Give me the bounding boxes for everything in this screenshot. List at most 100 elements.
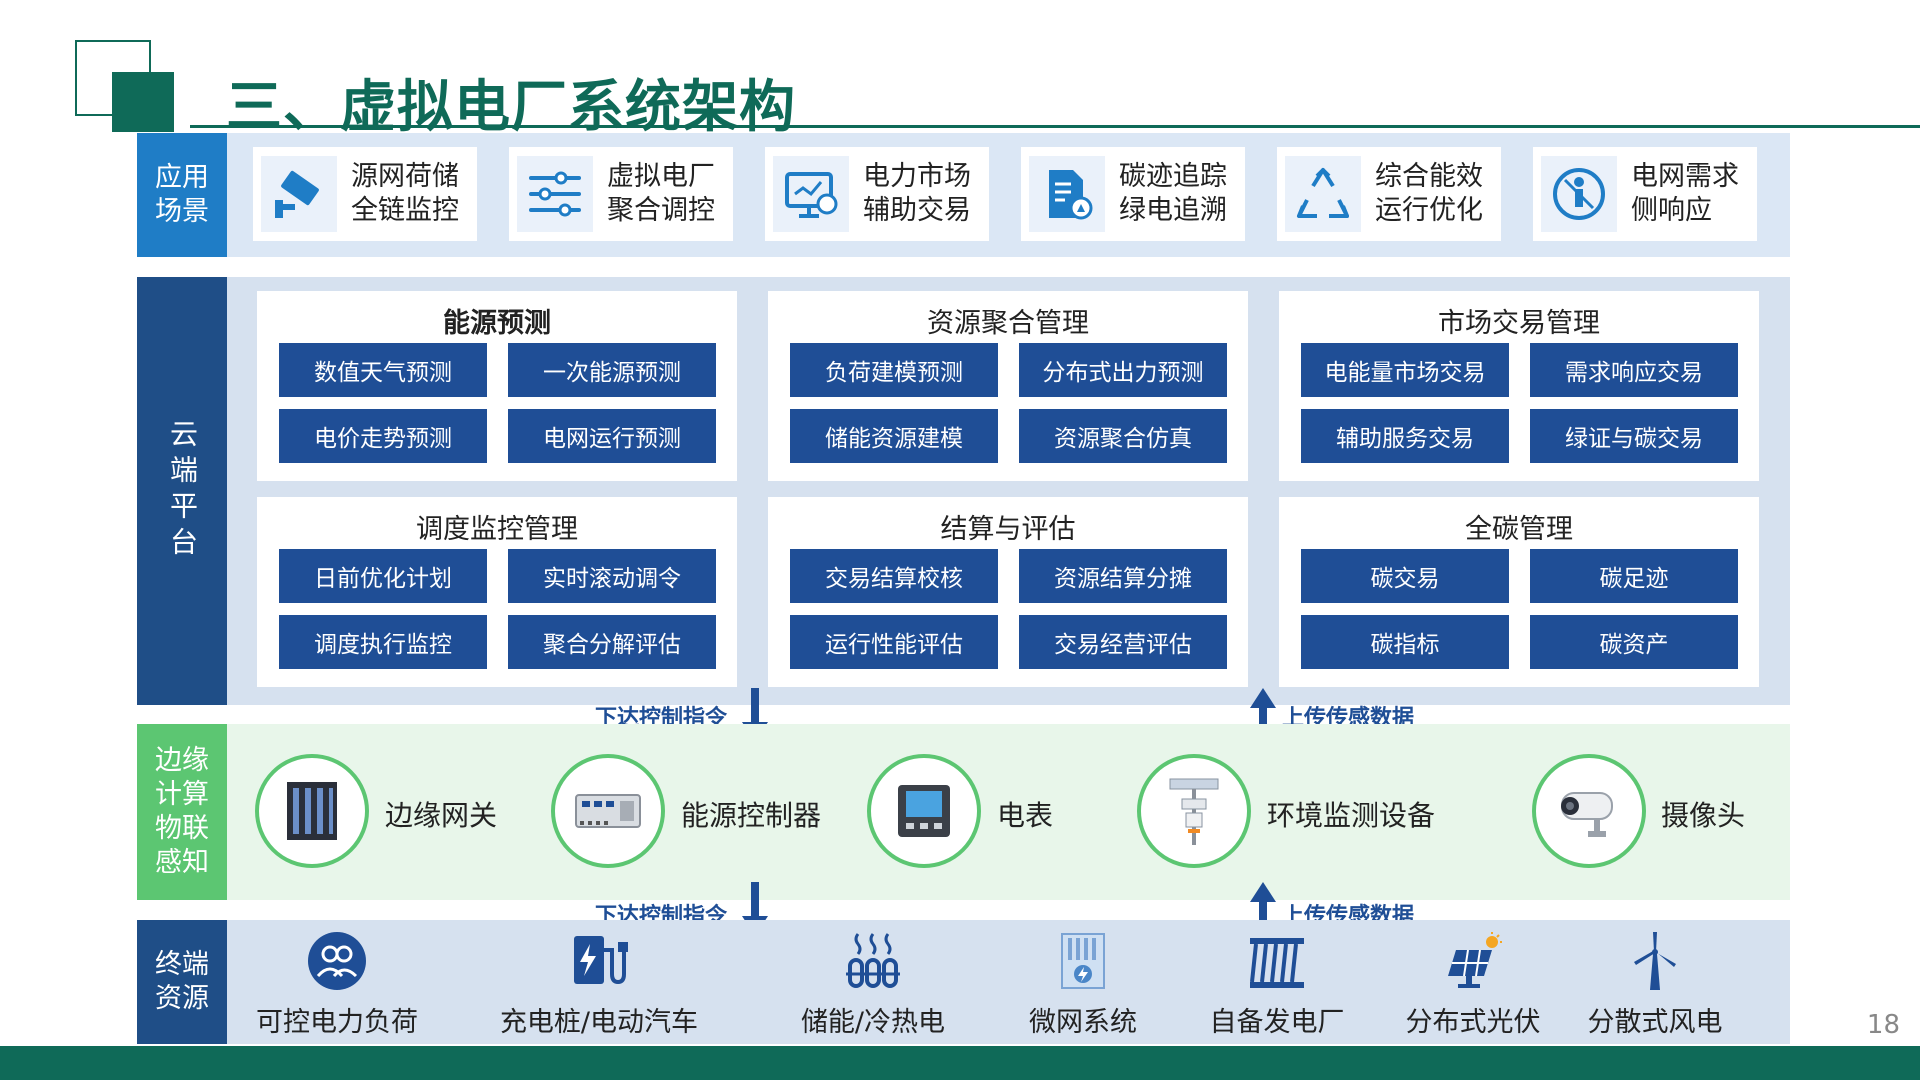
weather-station-icon[interactable] <box>1137 754 1251 868</box>
terminal-label: 可控电力负荷 <box>256 1007 418 1038</box>
module-button[interactable]: 聚合分解评估 <box>508 615 716 669</box>
module-button[interactable]: 绿证与碳交易 <box>1530 409 1738 463</box>
app-card-label: 综合能效 运行优化 <box>1375 161 1483 226</box>
device-label: 摄像头 <box>1661 799 1746 832</box>
terminal-resources: 可控电力负荷 充电桩/电动汽车 储能/冷热电 微网系统 自备发电厂 <box>227 920 1790 1044</box>
terminal-item-microgrid[interactable]: 微网系统 <box>973 928 1193 1040</box>
module-button[interactable]: 碳交易 <box>1301 549 1509 603</box>
app-card-label: 电网需求 侧响应 <box>1631 161 1739 226</box>
users-icon <box>303 928 371 994</box>
band-label-application-text: 应用 场景 <box>155 162 209 227</box>
band-label-edge: 边缘 计算 物联 感知 <box>137 724 227 900</box>
band-label-application: 应用 场景 <box>137 133 227 257</box>
module-dispatch-monitoring: 调度监控管理 日前优化计划 实时滚动调令 调度执行监控 聚合分解评估 <box>257 497 737 687</box>
module-button[interactable]: 交易结算校核 <box>790 549 998 603</box>
device-label: 电表 <box>997 799 1054 832</box>
module-button[interactable]: 实时滚动调令 <box>508 549 716 603</box>
terminal-item-storage[interactable]: 储能/冷热电 <box>763 928 983 1040</box>
terminal-resources-band: 终端 资源 可控电力负荷 充电桩/电动汽车 储能/冷热电 微网系统 <box>137 920 1790 1044</box>
meter-icon[interactable] <box>867 754 981 868</box>
cloud-modules: 能源预测 数值天气预测 一次能源预测 电价走势预测 电网运行预测 资源聚合管理 … <box>227 277 1790 705</box>
terminal-label: 储能/冷热电 <box>800 1007 946 1038</box>
module-button[interactable]: 交易经营评估 <box>1019 615 1227 669</box>
module-button[interactable]: 资源聚合仿真 <box>1019 409 1227 463</box>
controller-icon[interactable] <box>551 754 665 868</box>
terminal-item-load[interactable]: 可控电力负荷 <box>227 928 447 1040</box>
module-title: 市场交易管理 <box>1438 308 1600 339</box>
band-label-terminal-text: 终端 资源 <box>155 949 209 1014</box>
module-energy-forecast: 能源预测 数值天气预测 一次能源预测 电价走势预测 电网运行预测 <box>257 291 737 481</box>
terminal-label: 分布式光伏 <box>1405 1007 1541 1038</box>
module-button[interactable]: 负荷建模预测 <box>790 343 998 397</box>
terminal-label: 自备发电厂 <box>1209 1007 1345 1038</box>
module-button[interactable]: 需求响应交易 <box>1530 343 1738 397</box>
terminal-item-solar[interactable]: 分布式光伏 <box>1363 928 1583 1040</box>
module-button[interactable]: 调度执行监控 <box>279 615 487 669</box>
module-button[interactable]: 碳资产 <box>1530 615 1738 669</box>
title-decoration-square <box>112 72 174 132</box>
footer-bar <box>0 1046 1920 1080</box>
charging-icon <box>565 928 633 994</box>
module-button[interactable]: 日前优化计划 <box>279 549 487 603</box>
camera-icon[interactable] <box>1532 754 1646 868</box>
app-card-demand-response[interactable]: 电网需求 侧响应 <box>1533 147 1757 241</box>
app-card-monitoring[interactable]: 源网荷储 全链监控 <box>253 147 477 241</box>
terminal-item-power-plant[interactable]: 自备发电厂 <box>1167 928 1387 1040</box>
app-card-label: 虚拟电厂 聚合调控 <box>607 161 715 226</box>
device-label: 边缘网关 <box>385 799 498 832</box>
camera-icon <box>261 156 337 232</box>
terminal-item-wind[interactable]: 分散式风电 <box>1545 928 1765 1040</box>
recycle-icon <box>1285 156 1361 232</box>
device-label: 环境监测设备 <box>1267 799 1436 832</box>
module-button[interactable]: 辅助服务交易 <box>1301 409 1509 463</box>
arrow-up-icon <box>1250 882 1276 936</box>
app-card-market-trading[interactable]: 电力市场 辅助交易 <box>765 147 989 241</box>
module-title: 结算与评估 <box>940 514 1076 545</box>
app-card-label: 电力市场 辅助交易 <box>863 161 971 226</box>
monitor-chart-icon <box>773 156 849 232</box>
device-label: 能源控制器 <box>681 799 822 832</box>
terminal-label: 充电桩/电动汽车 <box>499 1007 699 1038</box>
person-circle-icon <box>1541 156 1617 232</box>
terminal-label: 微网系统 <box>1029 1007 1137 1038</box>
page-title: 三、虚拟电厂系统架构 <box>226 75 796 140</box>
module-button[interactable]: 电能量市场交易 <box>1301 343 1509 397</box>
band-label-cloud: 云端平台 <box>137 277 227 705</box>
application-scenarios-band: 应用 场景 源网荷储 全链监控 虚拟电厂 聚合调控 电力市场 辅助交易 碳迹追踪… <box>137 133 1790 257</box>
module-button[interactable]: 资源结算分摊 <box>1019 549 1227 603</box>
sliders-icon <box>517 156 593 232</box>
module-button[interactable]: 数值天气预测 <box>279 343 487 397</box>
module-button[interactable]: 碳指标 <box>1301 615 1509 669</box>
edge-devices: 边缘网关 能源控制器 电表 环境监测设备 摄像头 <box>227 724 1790 900</box>
gateway-icon[interactable] <box>255 754 369 868</box>
module-title: 调度监控管理 <box>416 514 578 545</box>
module-button[interactable]: 分布式出力预测 <box>1019 343 1227 397</box>
module-button[interactable]: 一次能源预测 <box>508 343 716 397</box>
module-button[interactable]: 运行性能评估 <box>790 615 998 669</box>
microgrid-icon <box>1049 928 1117 994</box>
terminal-label: 分散式风电 <box>1587 1007 1723 1038</box>
app-card-carbon-tracking[interactable]: 碳迹追踪 绿电追溯 <box>1021 147 1245 241</box>
module-title: 能源预测 <box>443 308 551 339</box>
module-button[interactable]: 碳足迹 <box>1530 549 1738 603</box>
module-button[interactable]: 电价走势预测 <box>279 409 487 463</box>
terminal-item-charging[interactable]: 充电桩/电动汽车 <box>489 928 709 1040</box>
module-settlement-evaluation: 结算与评估 交易结算校核 资源结算分摊 运行性能评估 交易经营评估 <box>768 497 1248 687</box>
module-button[interactable]: 储能资源建模 <box>790 409 998 463</box>
module-market-trading: 市场交易管理 电能量市场交易 需求响应交易 辅助服务交易 绿证与碳交易 <box>1279 291 1759 481</box>
band-label-edge-text: 边缘 计算 物联 感知 <box>155 745 209 878</box>
app-card-label: 碳迹追踪 绿电追溯 <box>1119 161 1227 226</box>
application-cards: 源网荷储 全链监控 虚拟电厂 聚合调控 电力市场 辅助交易 碳迹追踪 绿电追溯 … <box>227 133 1790 257</box>
page-number: 18 <box>1866 1010 1900 1040</box>
heat-storage-icon <box>839 928 907 994</box>
power-plant-icon <box>1243 928 1311 994</box>
app-card-energy-efficiency[interactable]: 综合能效 运行优化 <box>1277 147 1501 241</box>
module-title: 资源聚合管理 <box>927 308 1089 339</box>
app-card-vpp-control[interactable]: 虚拟电厂 聚合调控 <box>509 147 733 241</box>
module-carbon-management: 全碳管理 碳交易 碳足迹 碳指标 碳资产 <box>1279 497 1759 687</box>
band-label-terminal: 终端 资源 <box>137 920 227 1044</box>
arrow-up-icon <box>1250 688 1276 742</box>
cloud-platform-band: 云端平台 能源预测 数值天气预测 一次能源预测 电价走势预测 电网运行预测 资源… <box>137 277 1790 705</box>
edge-computing-band: 边缘 计算 物联 感知 边缘网关 能源控制器 电表 环境监测设备 摄像头 <box>137 724 1790 900</box>
module-button[interactable]: 电网运行预测 <box>508 409 716 463</box>
